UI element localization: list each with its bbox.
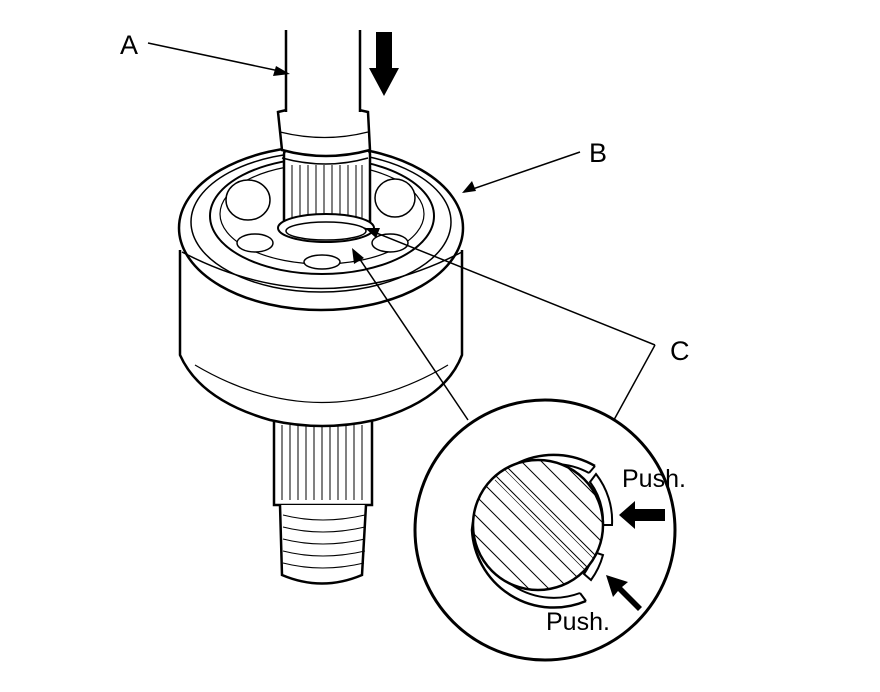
- leader-lines: [147, 42, 656, 461]
- push-down-arrow-icon: [369, 32, 399, 96]
- driveshaft: [276, 30, 375, 243]
- push-label-top: Push.: [622, 465, 686, 493]
- detail-circle: [413, 398, 677, 662]
- push-arrow-right-icon: [619, 501, 665, 529]
- push-label-bottom: Push.: [546, 608, 610, 636]
- label-c: C: [670, 336, 690, 366]
- threaded-stub: [272, 418, 374, 585]
- label-b: B: [589, 138, 608, 168]
- push-arrow-diagonal-icon: [606, 575, 642, 611]
- label-a: A: [120, 30, 139, 60]
